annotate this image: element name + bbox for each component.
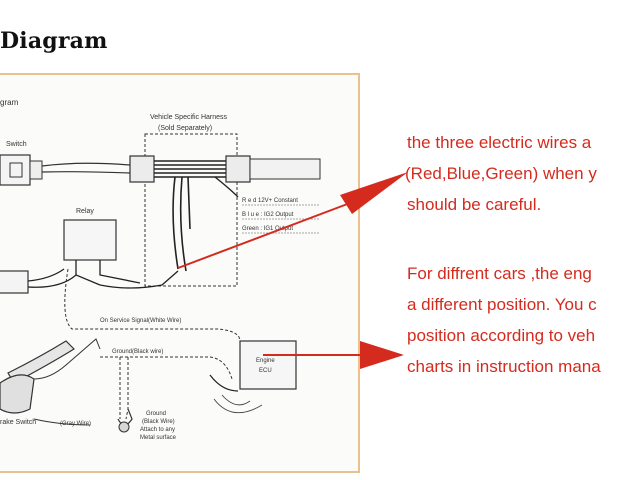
engine-ecu-label-line2: ECU (259, 368, 272, 374)
annotation-top-line: should be careful. (407, 195, 542, 214)
engine-ecu-box (239, 340, 297, 390)
brake-switch-label: rake Switch (0, 419, 36, 426)
brake-pedal-arm (7, 340, 75, 384)
ecu-terminals (213, 394, 263, 414)
switch-cable (41, 171, 131, 174)
switch-connector (0, 154, 31, 186)
ground-note-line4: Metal surface (140, 435, 177, 441)
brake-pedal (0, 374, 35, 414)
switch-label: Switch (6, 141, 27, 148)
harness-dashed-box (144, 133, 238, 287)
engine-ecu-label-line1: Engine (256, 358, 275, 364)
ground-note-line1: Ground (146, 411, 166, 417)
harness-down-wires (172, 176, 191, 272)
vehicle-plug (249, 158, 321, 180)
arrow-top-line (177, 202, 351, 269)
ecu-wire (209, 374, 239, 392)
ground-note-line3: Attach to any (140, 427, 175, 433)
annotation-bottom-line: charts in instruction mana (407, 357, 601, 376)
switch-plug (29, 160, 43, 180)
harness-wires (154, 160, 226, 178)
signal-wire (64, 268, 241, 342)
diagram-title: gram (0, 98, 19, 107)
switch-cable (41, 162, 131, 167)
ground-note-line2: (Black Wire) (142, 419, 175, 425)
gray-wire (33, 418, 91, 426)
annotation-bottom: For diffrent cars ,the eng a different p… (407, 258, 601, 382)
harness-connector-left (129, 155, 155, 183)
relay-to-harness-wire (99, 270, 179, 289)
annotation-top: the three electric wires a (Red,Blue,Gre… (405, 127, 597, 220)
annotation-bottom-line: a different position. You c (407, 295, 597, 314)
relay-label: Relay (76, 208, 94, 215)
harness-subtitle: (Sold Separately) (158, 125, 212, 132)
harness-note-red: R e d 12V+ Constant (242, 198, 298, 204)
arrow-bottom-head (360, 341, 404, 369)
harness-connector-right (225, 155, 251, 183)
annotation-top-line: (Red,Blue,Green) when y (405, 164, 597, 183)
module-to-relay-wire (27, 268, 65, 282)
relay-box (63, 219, 117, 261)
ground-wire (100, 356, 233, 380)
annotation-bottom-line: position according to veh (407, 326, 596, 345)
signal-wire-label: On Service Signal(White Wire) (100, 318, 181, 324)
annotation-bottom-line: For diffrent cars ,the eng (407, 264, 592, 283)
ground-wire-label: Ground(Black wire) (112, 349, 163, 355)
control-module (0, 270, 29, 294)
brake-linkage (33, 338, 101, 380)
annotation-top-line: the three electric wires a (407, 133, 592, 152)
arrow-top-head (340, 172, 408, 214)
module-wire (27, 274, 77, 288)
harness-note-green: Green : IG1 Output (242, 226, 293, 232)
gray-wire-label: (Gray Wire) (60, 421, 91, 427)
harness-branch-wire (214, 176, 239, 198)
diagram-frame (0, 73, 360, 473)
ground-lug (118, 421, 130, 433)
wiring-diagram: gram Switch Vehicle Specific Harness (So… (0, 98, 321, 441)
page-heading: Diagram (0, 28, 108, 54)
switch-socket (9, 162, 23, 178)
harness-title: Vehicle Specific Harness (150, 114, 228, 121)
harness-note-blue: B l u e : IG2 Output (242, 212, 294, 218)
